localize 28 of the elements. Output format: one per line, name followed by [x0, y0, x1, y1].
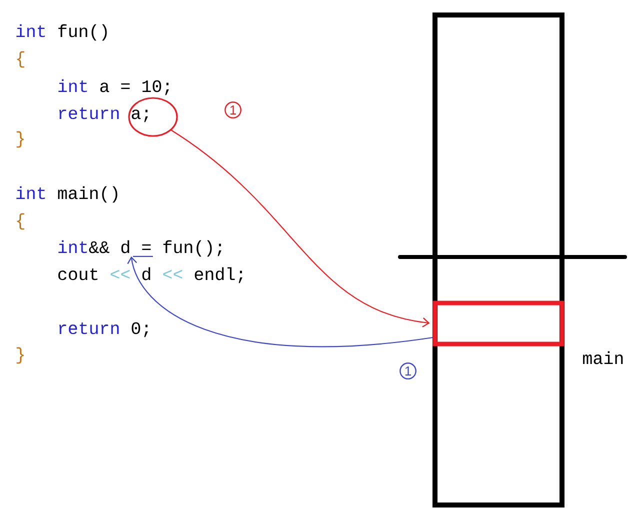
- code-text: int: [16, 186, 45, 200]
- arrow: [127, 256, 433, 348]
- code-text: 0;: [132, 322, 148, 338]
- code-text: main(): [58, 186, 118, 203]
- code-text: cout: [58, 268, 98, 280]
- code-text: }: [16, 131, 24, 148]
- code-text: int: [58, 240, 87, 254]
- code-text: &&: [89, 241, 110, 254]
- code-text: <<: [163, 270, 182, 279]
- code-text: }: [16, 347, 24, 364]
- circled-number: 1: [400, 362, 416, 380]
- code-text: <<: [110, 270, 130, 279]
- code-text: int: [16, 24, 45, 38]
- code-text: d: [142, 267, 150, 280]
- code-text: endl;: [194, 267, 242, 284]
- frame-label: main: [583, 351, 623, 364]
- code-text: return: [59, 322, 119, 334]
- circle-mark: [128, 97, 178, 137]
- code-text: a;: [132, 110, 148, 122]
- code-text: d: [121, 240, 130, 254]
- code-text: = fun();: [142, 240, 222, 257]
- arrow: [170, 130, 430, 328]
- code-text: fun(): [58, 24, 107, 41]
- circled-number: 1: [224, 102, 242, 118]
- code-text: int: [58, 79, 87, 92]
- code-text: {: [17, 213, 24, 230]
- code-text: {: [17, 51, 24, 68]
- memory-cell: [432, 300, 564, 346]
